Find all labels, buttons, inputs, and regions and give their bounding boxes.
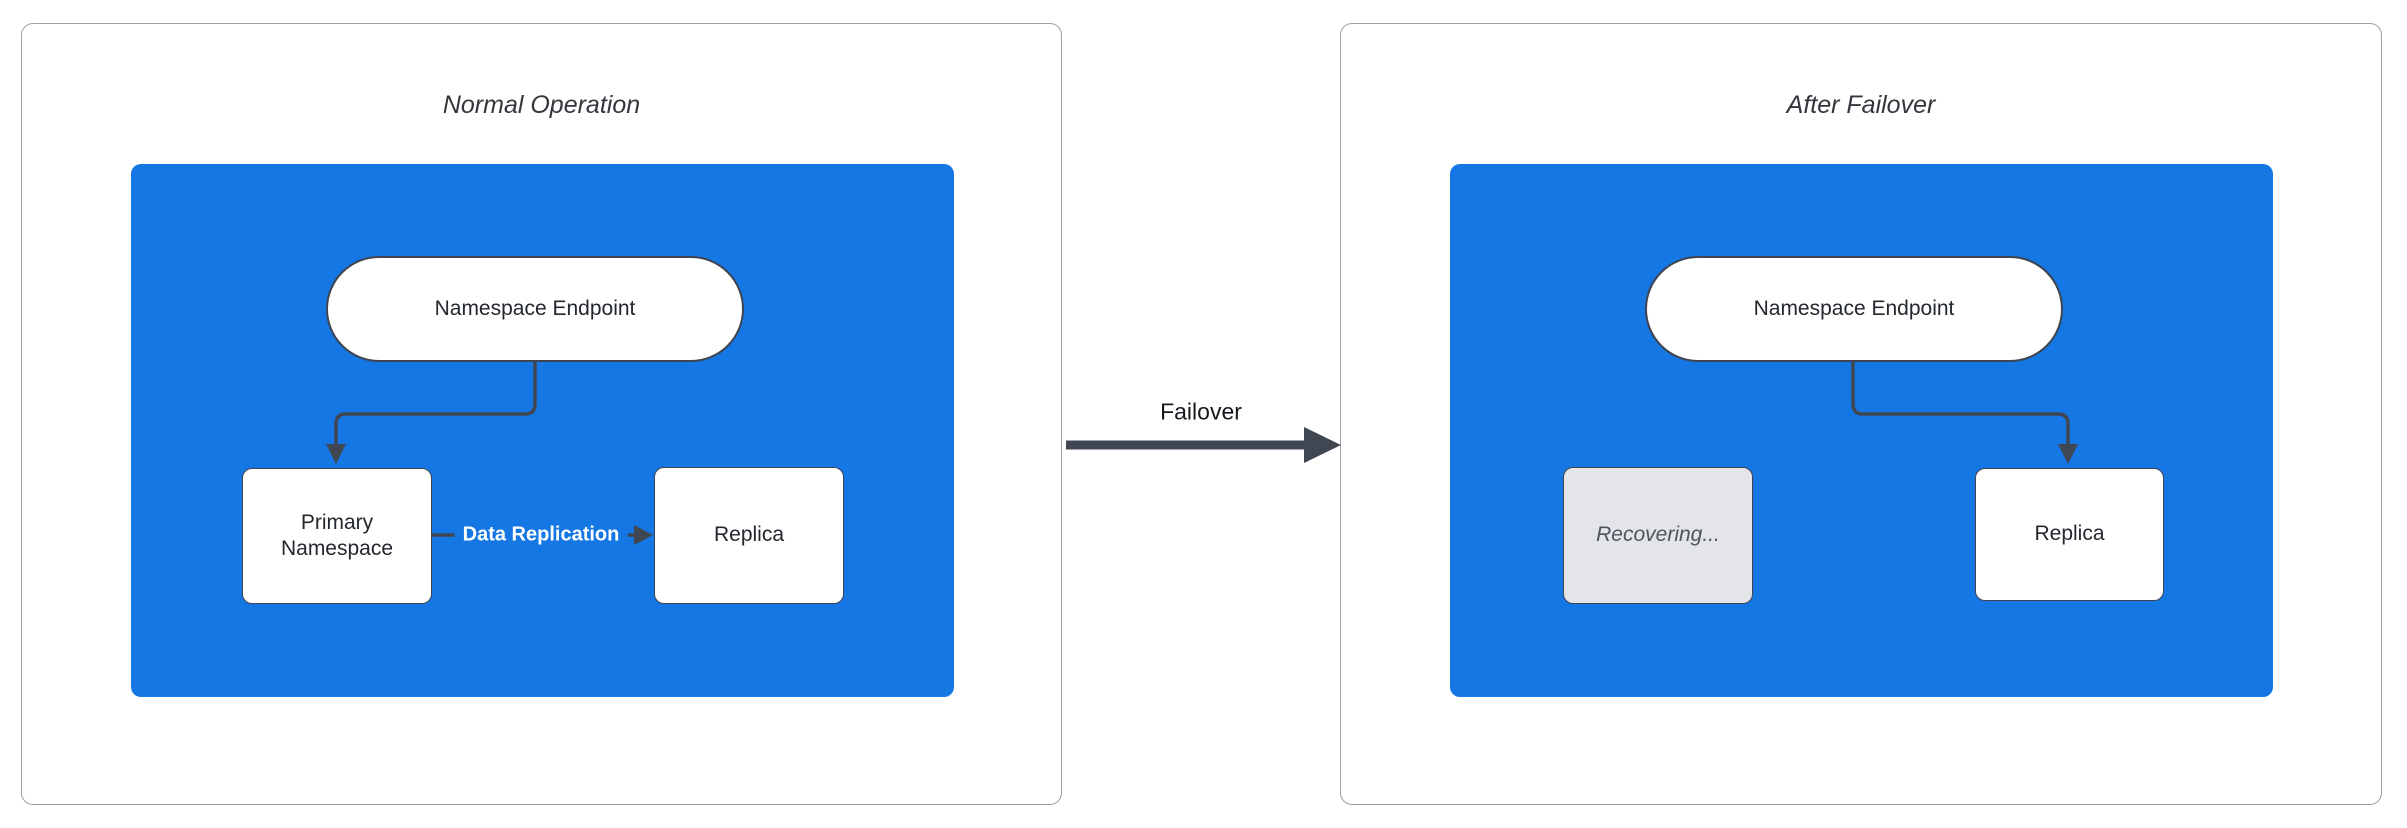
node-label-recovering: Recovering... bbox=[1596, 523, 1720, 547]
panel-title-after-failover: After Failover bbox=[1786, 91, 1936, 119]
namespace-group-left bbox=[131, 164, 954, 697]
node-primary-namespace: Primary Namespace bbox=[242, 468, 432, 604]
node-label-namespace-endpoint: Namespace Endpoint bbox=[434, 296, 636, 320]
node-replica-left: Replica bbox=[654, 467, 844, 604]
node-namespace-endpoint-left: Namespace Endpoint bbox=[326, 256, 744, 362]
arrowhead-failover bbox=[1304, 427, 1341, 463]
node-label-namespace-endpoint: Namespace Endpoint bbox=[1753, 296, 1955, 320]
panel-after-failover: After Failover Namespace Endpoint Recove… bbox=[1340, 23, 2382, 805]
node-replica-right: Replica bbox=[1975, 468, 2164, 601]
namespace-group-right bbox=[1450, 164, 2273, 697]
data-replication-label: Data Replication bbox=[454, 520, 628, 550]
node-label-primary-namespace: Primary Namespace bbox=[280, 510, 394, 560]
panel-title-normal-operation: Normal Operation bbox=[442, 91, 641, 119]
node-label-replica: Replica bbox=[713, 523, 785, 547]
node-recovering: Recovering... bbox=[1563, 467, 1753, 604]
node-namespace-endpoint-right: Namespace Endpoint bbox=[1645, 256, 2063, 362]
node-label-replica: Replica bbox=[2034, 522, 2105, 546]
failover-label: Failover bbox=[1154, 398, 1248, 426]
panel-normal-operation: Normal Operation Namespace Endpoint Prim… bbox=[21, 23, 1062, 805]
